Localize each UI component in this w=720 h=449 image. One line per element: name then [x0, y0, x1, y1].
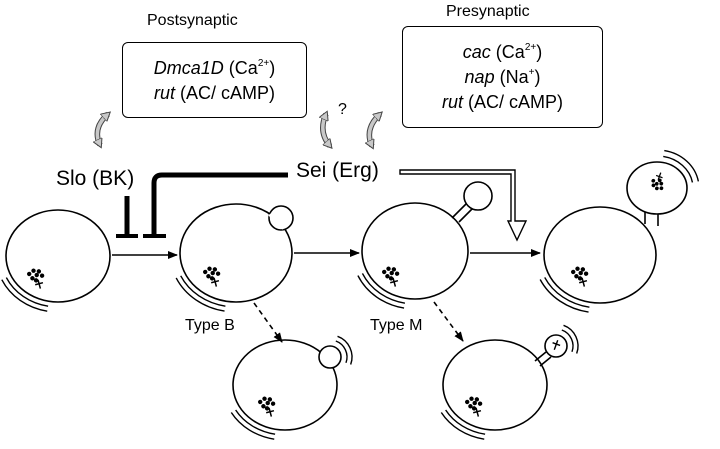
slo-label: Slo (BK)	[56, 167, 135, 190]
membrane-arcs-type-b	[175, 275, 226, 312]
sei-label: Sei (Erg)	[296, 159, 379, 182]
bouton-lower-m	[442, 334, 568, 431]
membrane-arcs-lower-b-bud	[335, 335, 353, 365]
sei-inhibition	[143, 172, 288, 238]
sei-promotion-arrow	[399, 169, 528, 242]
charge: 2+	[257, 57, 270, 69]
gene-detail: (AC/ cAMP)	[175, 82, 276, 103]
membrane-arcs-mature	[539, 277, 590, 313]
synapse-cluster-lower-b	[258, 396, 276, 417]
gene-detail: (Ca	[490, 42, 525, 62]
membrane-arcs-lower-m	[440, 409, 486, 440]
gene-name: rut	[153, 82, 175, 103]
bouton-lower-b	[232, 339, 342, 431]
synapse-tbar-lower-m	[552, 340, 561, 350]
post-line-1: Dmca1D (Ca2+)	[153, 57, 276, 78]
gene-name: cac	[462, 42, 491, 62]
bouton-initial	[5, 209, 111, 303]
bouton-type-b	[179, 203, 294, 303]
gene-detail-tail: )	[269, 57, 276, 78]
membrane-arcs-lower-b	[230, 409, 276, 440]
gene-detail: (Na	[494, 67, 529, 87]
gene-name: rut	[441, 92, 463, 112]
pre-line-2: nap (Na+)	[464, 67, 541, 87]
synapse-cluster-lower-m	[465, 396, 483, 417]
slo-inhibition	[116, 196, 138, 238]
membrane-arcs-secondary	[663, 149, 700, 183]
double-arrow-pre	[369, 114, 380, 146]
postsynaptic-box: Dmca1D (Ca2+) rut (AC/ cAMP)	[122, 42, 307, 118]
double-arrow-post	[97, 114, 108, 145]
gene-name: Dmca1D	[153, 57, 224, 78]
pre-line-3: rut (AC/ cAMP)	[442, 93, 563, 111]
presynaptic-box: cac (Ca2+) nap (Na+) rut (AC/ cAMP)	[402, 26, 603, 128]
question-mark: ?	[338, 101, 347, 118]
type-b-label: Type B	[185, 317, 235, 334]
gene-detail: (AC/ cAMP)	[463, 92, 564, 112]
charge: 2+	[524, 42, 537, 53]
gene-name: nap	[464, 67, 495, 87]
bouton-type-m	[361, 181, 493, 300]
dashed-arrow-m	[433, 301, 464, 342]
dashed-arrow-b	[253, 302, 283, 343]
pre-line-1: cac (Ca2+)	[462, 42, 543, 62]
gene-detail-tail: )	[534, 67, 541, 87]
synapse-cluster-initial	[27, 268, 45, 289]
gene-detail: (Ca	[223, 57, 258, 78]
double-arrow-sei-post	[323, 114, 330, 146]
membrane-arcs-lower-m-bud	[561, 324, 579, 354]
synapse-cluster-type-b	[203, 266, 221, 287]
synapse-cluster-secondary	[651, 172, 664, 191]
postsynaptic-title: Postsynaptic	[147, 12, 238, 29]
charge: +	[528, 67, 535, 78]
bouton-mature	[543, 161, 688, 304]
synapse-cluster-type-m	[382, 266, 400, 287]
membrane-arcs-type-m	[357, 273, 406, 309]
post-line-2: rut (AC/ cAMP)	[154, 84, 275, 102]
synapse-cluster-mature	[571, 266, 589, 287]
membrane-arcs-initial	[1, 277, 49, 312]
presynaptic-title: Presynaptic	[446, 3, 530, 20]
synapse-markers	[1, 149, 700, 440]
type-m-label: Type M	[370, 317, 423, 334]
gene-detail-tail: )	[536, 42, 543, 62]
